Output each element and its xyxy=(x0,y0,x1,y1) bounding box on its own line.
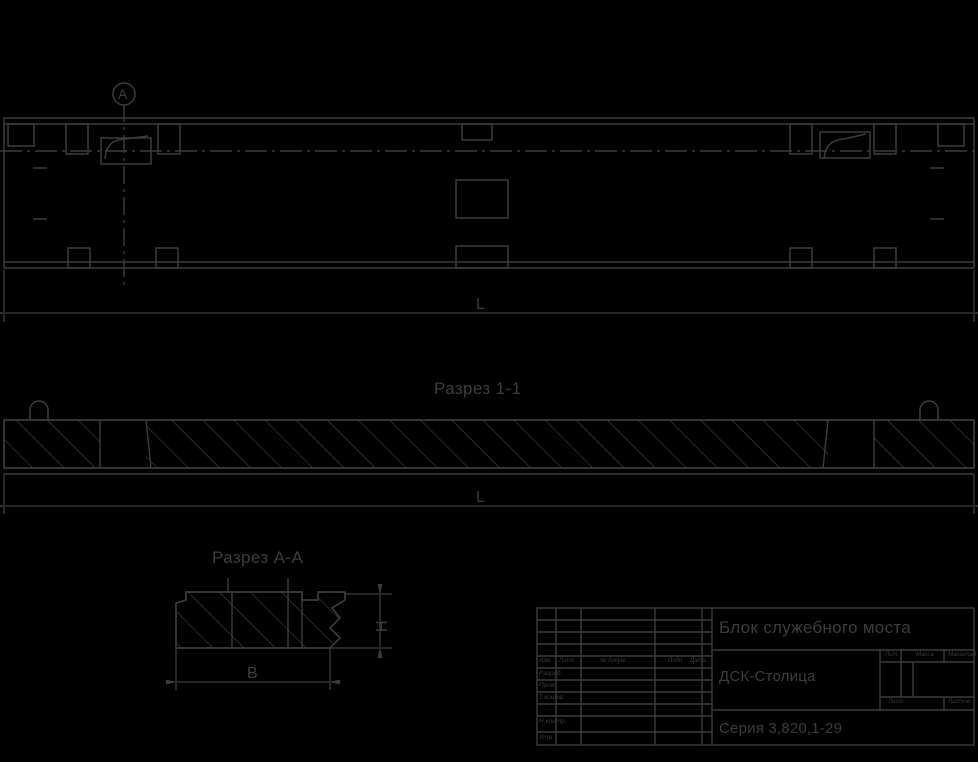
role-row-nkontr: Н.контр. xyxy=(539,718,567,725)
revision-header-podp: Подп. xyxy=(668,658,684,664)
role-row-tkontr: Т.контр. xyxy=(539,694,566,701)
section-marker-label: А xyxy=(118,86,128,102)
plan-dimension-label: L xyxy=(476,296,485,313)
sheet-header-list: Лист xyxy=(888,699,904,705)
section-a-a-title: Разрез А-А xyxy=(212,548,304,567)
section-1-1-dimension-L xyxy=(0,474,978,514)
section-a-a-width-label: В xyxy=(247,665,258,682)
role-row-prov: Пров. xyxy=(539,682,557,689)
stamp-header-masshtab: Масштаб xyxy=(948,652,977,658)
section-a-a-height-label: H xyxy=(374,620,391,632)
section-1-1-geometry xyxy=(3,400,975,475)
role-row-razrab: Разраб. xyxy=(539,670,563,677)
stamp-header-lit: Лит. xyxy=(885,652,900,658)
stamp-header-massa: Масса xyxy=(916,652,934,658)
section-marker-circle xyxy=(112,82,136,106)
section-a-a-dimension-B xyxy=(166,648,340,690)
section-a-a-dimension-H xyxy=(330,584,392,658)
plan-dimension-L xyxy=(0,270,978,322)
sheet-header-listov: Листов xyxy=(948,699,970,705)
revision-header-docnum: № докум. xyxy=(600,658,627,664)
revision-header-izm: Изм. xyxy=(539,658,552,664)
title-block-series: Серия 3,820,1-29 xyxy=(719,720,843,737)
plan-view-geometry xyxy=(3,117,975,269)
revision-header-list: Лист xyxy=(559,658,575,664)
title-block-grid xyxy=(536,607,975,746)
role-row-utv: Утв. xyxy=(539,734,554,741)
section-1-1-title: Разрез 1-1 xyxy=(434,379,522,398)
title-block-drawing-name: Блок служебного моста xyxy=(719,618,912,637)
section-a-a-geometry xyxy=(175,578,346,649)
section-1-1-dimension-label: L xyxy=(476,489,485,506)
title-block-organization: ДСК-Столица xyxy=(719,668,816,685)
revision-header-data: Дата xyxy=(690,658,706,664)
